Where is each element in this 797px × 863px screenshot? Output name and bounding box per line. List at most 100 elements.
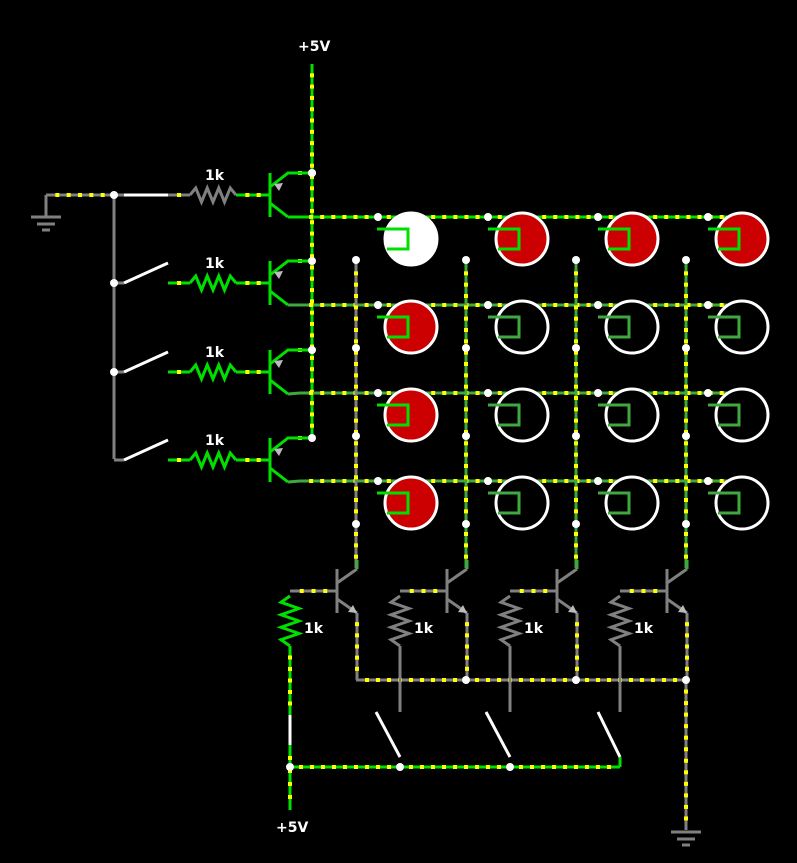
current-dot — [464, 305, 468, 310]
column-node — [572, 432, 580, 440]
current-dot — [684, 781, 688, 786]
current-dot — [684, 735, 688, 740]
transistor-arrow — [274, 271, 283, 279]
current-dot — [586, 215, 591, 219]
row-node — [484, 389, 492, 397]
col-resistor-label-4: 1k — [634, 621, 654, 637]
ground-left — [31, 215, 61, 232]
current-dot — [574, 452, 578, 457]
current-dot — [684, 328, 688, 332]
current-dot — [409, 589, 414, 593]
led-lead — [377, 315, 410, 339]
current-dot — [607, 678, 611, 682]
current-dot — [355, 633, 359, 638]
current-dot — [629, 589, 634, 593]
current-dot — [321, 765, 325, 769]
current-dot — [684, 418, 688, 423]
current-dot — [310, 118, 314, 123]
current-dot — [608, 479, 613, 483]
current-dot — [664, 391, 669, 395]
column-node — [572, 256, 580, 264]
column-transistor-4 — [665, 567, 688, 615]
current-dot — [684, 486, 688, 491]
led-r2c2 — [494, 299, 550, 355]
current-dot — [664, 479, 669, 483]
current-dot — [442, 765, 446, 769]
current-dot — [464, 316, 468, 321]
led-lead — [708, 403, 741, 427]
transistor-arrow — [274, 448, 283, 456]
row-transistor-4 — [268, 436, 312, 484]
transistor-arrow — [274, 183, 283, 191]
current-dot — [608, 303, 613, 307]
row-node — [374, 213, 382, 221]
current-dot — [453, 479, 458, 483]
current-dot — [310, 73, 314, 78]
current-dot — [365, 765, 369, 769]
current-dot — [354, 498, 358, 502]
current-dot — [177, 193, 181, 197]
current-dot — [575, 655, 579, 660]
current-dot — [497, 479, 502, 483]
led-r2c4 — [714, 299, 770, 355]
current-dot — [464, 339, 468, 344]
current-dot — [464, 396, 468, 400]
current-dot — [309, 303, 314, 307]
current-dot — [421, 589, 426, 593]
current-dot — [629, 678, 633, 682]
current-dot — [354, 441, 358, 446]
led-r4c4 — [714, 475, 770, 531]
current-dot — [640, 678, 644, 682]
transistor-emitter — [269, 259, 312, 277]
row-resistor-label-3: 1k — [205, 345, 225, 361]
current-dot — [685, 655, 689, 660]
current-dot — [684, 362, 688, 366]
current-dot — [684, 384, 688, 389]
current-dot — [464, 452, 468, 457]
transistor-collector — [446, 567, 468, 585]
current-dot — [574, 509, 578, 514]
current-dot — [310, 242, 314, 247]
switch-bus-node — [396, 763, 404, 771]
current-dot — [464, 532, 468, 536]
current-dot — [310, 321, 314, 326]
current-dot — [464, 418, 468, 423]
transistor-arrow — [678, 605, 687, 613]
current-dot — [310, 299, 314, 304]
current-dot — [310, 355, 314, 360]
current-dot — [541, 678, 545, 682]
current-dot — [497, 765, 501, 769]
current-dot — [574, 554, 578, 559]
current-dot — [675, 215, 680, 219]
current-dot — [288, 701, 292, 706]
current-dot — [342, 479, 347, 483]
current-dot — [342, 215, 347, 219]
current-dot — [354, 282, 358, 287]
current-dot — [311, 589, 316, 593]
current-dot — [310, 265, 314, 270]
current-dot — [320, 215, 325, 219]
current-dot — [608, 391, 613, 395]
current-dot — [310, 333, 314, 338]
current-dot — [684, 509, 688, 514]
current-dot — [553, 303, 558, 307]
row-node — [484, 301, 492, 309]
current-dot — [684, 339, 688, 344]
current-dot — [553, 479, 558, 483]
current-dot — [431, 215, 436, 219]
current-dot — [542, 303, 547, 307]
led-r3c2 — [494, 387, 550, 443]
junction-node — [308, 169, 316, 177]
current-dot — [299, 589, 304, 593]
current-dot — [531, 589, 536, 593]
current-dot — [256, 370, 261, 374]
current-dot — [245, 193, 250, 197]
current-dot — [464, 384, 468, 389]
current-dot — [574, 384, 578, 389]
current-dot — [574, 350, 578, 355]
current-dot — [309, 391, 314, 395]
current-dot — [662, 678, 666, 682]
led-r4c1 — [383, 475, 439, 531]
row-transistor-3 — [268, 348, 312, 396]
current-dot — [386, 479, 391, 483]
